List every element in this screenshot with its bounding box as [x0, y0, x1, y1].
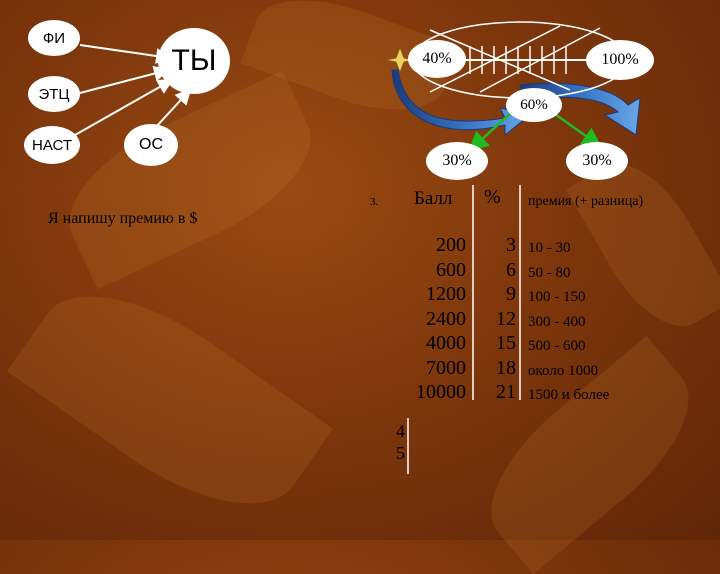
percent-30-right-label: 30% [582, 152, 611, 170]
percent-cell: 12 [476, 307, 516, 332]
node-fi-label: ФИ [43, 30, 65, 47]
node-nast: НАСТ [24, 126, 80, 164]
node-fi: ФИ [28, 20, 80, 56]
footer-number: 4 [396, 420, 410, 442]
green-arrow-right [552, 112, 600, 146]
score-cell: 10000 [400, 380, 466, 405]
percent-cell: 3 [476, 233, 516, 258]
node-os-label: ОС [139, 136, 163, 154]
arrow-os-to-ty [155, 90, 190, 128]
footer-number: 5 [396, 442, 410, 464]
footer-numbers: 4 5 [396, 420, 410, 464]
bonus-cell: 100 - 150 [528, 285, 698, 310]
node-etc: ЭТЦ [28, 76, 80, 112]
slide: ФИ ТЫ ЭТЦ НАСТ ОС 40% 100% 60% 30% 30% Я… [0, 0, 720, 540]
bonus-cell: около 1000 [528, 359, 698, 384]
percent-30-left-label: 30% [442, 152, 471, 170]
percent-column: 3 6 9 12 15 18 21 [476, 233, 516, 405]
header-percent: % [484, 186, 501, 209]
percent-60-label: 60% [520, 97, 548, 114]
score-column: 200 600 1200 2400 4000 7000 10000 [400, 233, 466, 405]
score-cell: 200 [400, 233, 466, 258]
percent-100-label: 100% [601, 51, 638, 69]
bonus-note: Я напишу премию в $ [48, 210, 197, 228]
score-cell: 600 [400, 258, 466, 283]
node-nast-label: НАСТ [32, 137, 72, 154]
node-ty-label: ТЫ [172, 44, 217, 78]
percent-40-label: 40% [422, 50, 451, 68]
score-cell: 2400 [400, 307, 466, 332]
row-marker: 3. [370, 196, 378, 208]
percent-cell: 6 [476, 258, 516, 283]
percent-40: 40% [408, 40, 466, 78]
node-ty: ТЫ [158, 28, 230, 94]
score-cell: 7000 [400, 356, 466, 381]
bonus-column: 10 - 30 50 - 80 100 - 150 300 - 400 500 … [528, 236, 698, 408]
header-bonus: премия (+ разница) [528, 194, 643, 210]
score-cell: 1200 [400, 282, 466, 307]
percent-100: 100% [586, 40, 654, 80]
bonus-cell: 10 - 30 [528, 236, 698, 261]
percent-60: 60% [506, 88, 562, 122]
bonus-cell: 500 - 600 [528, 334, 698, 359]
score-cell: 4000 [400, 331, 466, 356]
percent-cell: 9 [476, 282, 516, 307]
percent-30-left: 30% [426, 142, 488, 180]
arrow-fi-to-ty [80, 45, 170, 58]
percent-cell: 21 [476, 380, 516, 405]
bonus-cell: 50 - 80 [528, 261, 698, 286]
node-etc-label: ЭТЦ [38, 86, 69, 103]
percent-cell: 15 [476, 331, 516, 356]
bonus-cell: 300 - 400 [528, 310, 698, 335]
bonus-cell: 1500 и более [528, 383, 698, 408]
node-os: ОС [124, 124, 178, 166]
percent-30-right: 30% [566, 142, 628, 180]
header-score: Балл [414, 188, 452, 210]
percent-cell: 18 [476, 356, 516, 381]
